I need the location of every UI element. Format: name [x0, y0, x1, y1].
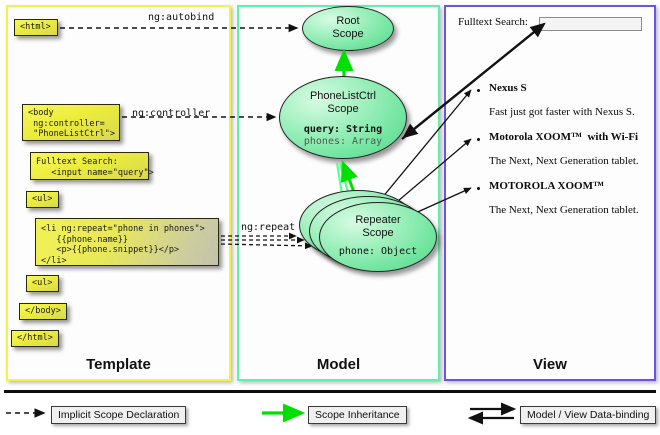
- column-label-template: Template: [86, 356, 151, 373]
- legend-divider: [4, 390, 656, 393]
- repeater-scope-title: Repeater Scope: [355, 214, 401, 239]
- legend-implicit-scope-declaration: Implicit Scope Declaration: [51, 406, 187, 424]
- body-close-box: </body>: [19, 303, 67, 320]
- view-phone-name-0: Nexus S: [489, 82, 527, 94]
- phonelistctrl-scope-title: PhoneListCtrl Scope: [309, 90, 377, 115]
- view-bullet-1: [477, 138, 480, 141]
- view-phone-name-1: Motorola XOOM™ with Wi-Fi: [489, 131, 639, 143]
- ng-repeat-label: ng:repeat: [241, 222, 296, 233]
- root-scope-title: Root Scope: [332, 15, 364, 40]
- ng-controller-label: ng:controller: [132, 108, 211, 119]
- view-bullet-0: [477, 89, 480, 92]
- column-view: View: [444, 5, 656, 381]
- phonelistctrl-scope: PhoneListCtrl Scope query: String phones…: [279, 76, 407, 159]
- body-box: <body ng:controller= "PhoneListCtrl">: [22, 104, 120, 141]
- legend-scope-inheritance: Scope Inheritance: [308, 406, 407, 424]
- legend-model-view-data-binding: Model / View Data-binding: [520, 406, 657, 424]
- root-scope: Root Scope: [302, 6, 394, 51]
- view-phone-snippet-0: Fast just got faster with Nexus S.: [489, 106, 635, 118]
- view-bullet-2: [477, 187, 480, 190]
- ul-close-box: <ul>: [26, 275, 59, 292]
- li-repeat-box: <li ng:repeat="phone in phones"> {{phone…: [35, 218, 219, 266]
- ng-autobind-label: ng:autobind: [148, 12, 215, 23]
- phonelistctrl-prop-query: query: String: [303, 124, 383, 135]
- repeater-prop-phone: phone: Object: [338, 246, 418, 257]
- column-label-model: Model: [316, 356, 361, 373]
- view-phone-snippet-1: The Next, Next Generation tablet.: [489, 155, 639, 167]
- view-search-label: Fulltext Search:: [458, 16, 528, 28]
- html-close-box: </html>: [11, 330, 59, 347]
- phonelistctrl-prop-phones: phones: Array: [303, 136, 383, 147]
- fulltext-search-box: Fulltext Search: <input name="query">: [30, 152, 154, 180]
- view-phone-snippet-2: The Next, Next Generation tablet.: [489, 204, 639, 216]
- view-phone-name-2: MOTOROLA XOOM™: [489, 180, 604, 192]
- repeater-scope: Repeater Scope phone: Object: [319, 202, 437, 272]
- ul-open-box: <ul>: [26, 191, 59, 208]
- column-label-view: View: [533, 356, 567, 373]
- fulltext-search-input[interactable]: [539, 17, 642, 31]
- html-open-box: <html>: [14, 19, 58, 36]
